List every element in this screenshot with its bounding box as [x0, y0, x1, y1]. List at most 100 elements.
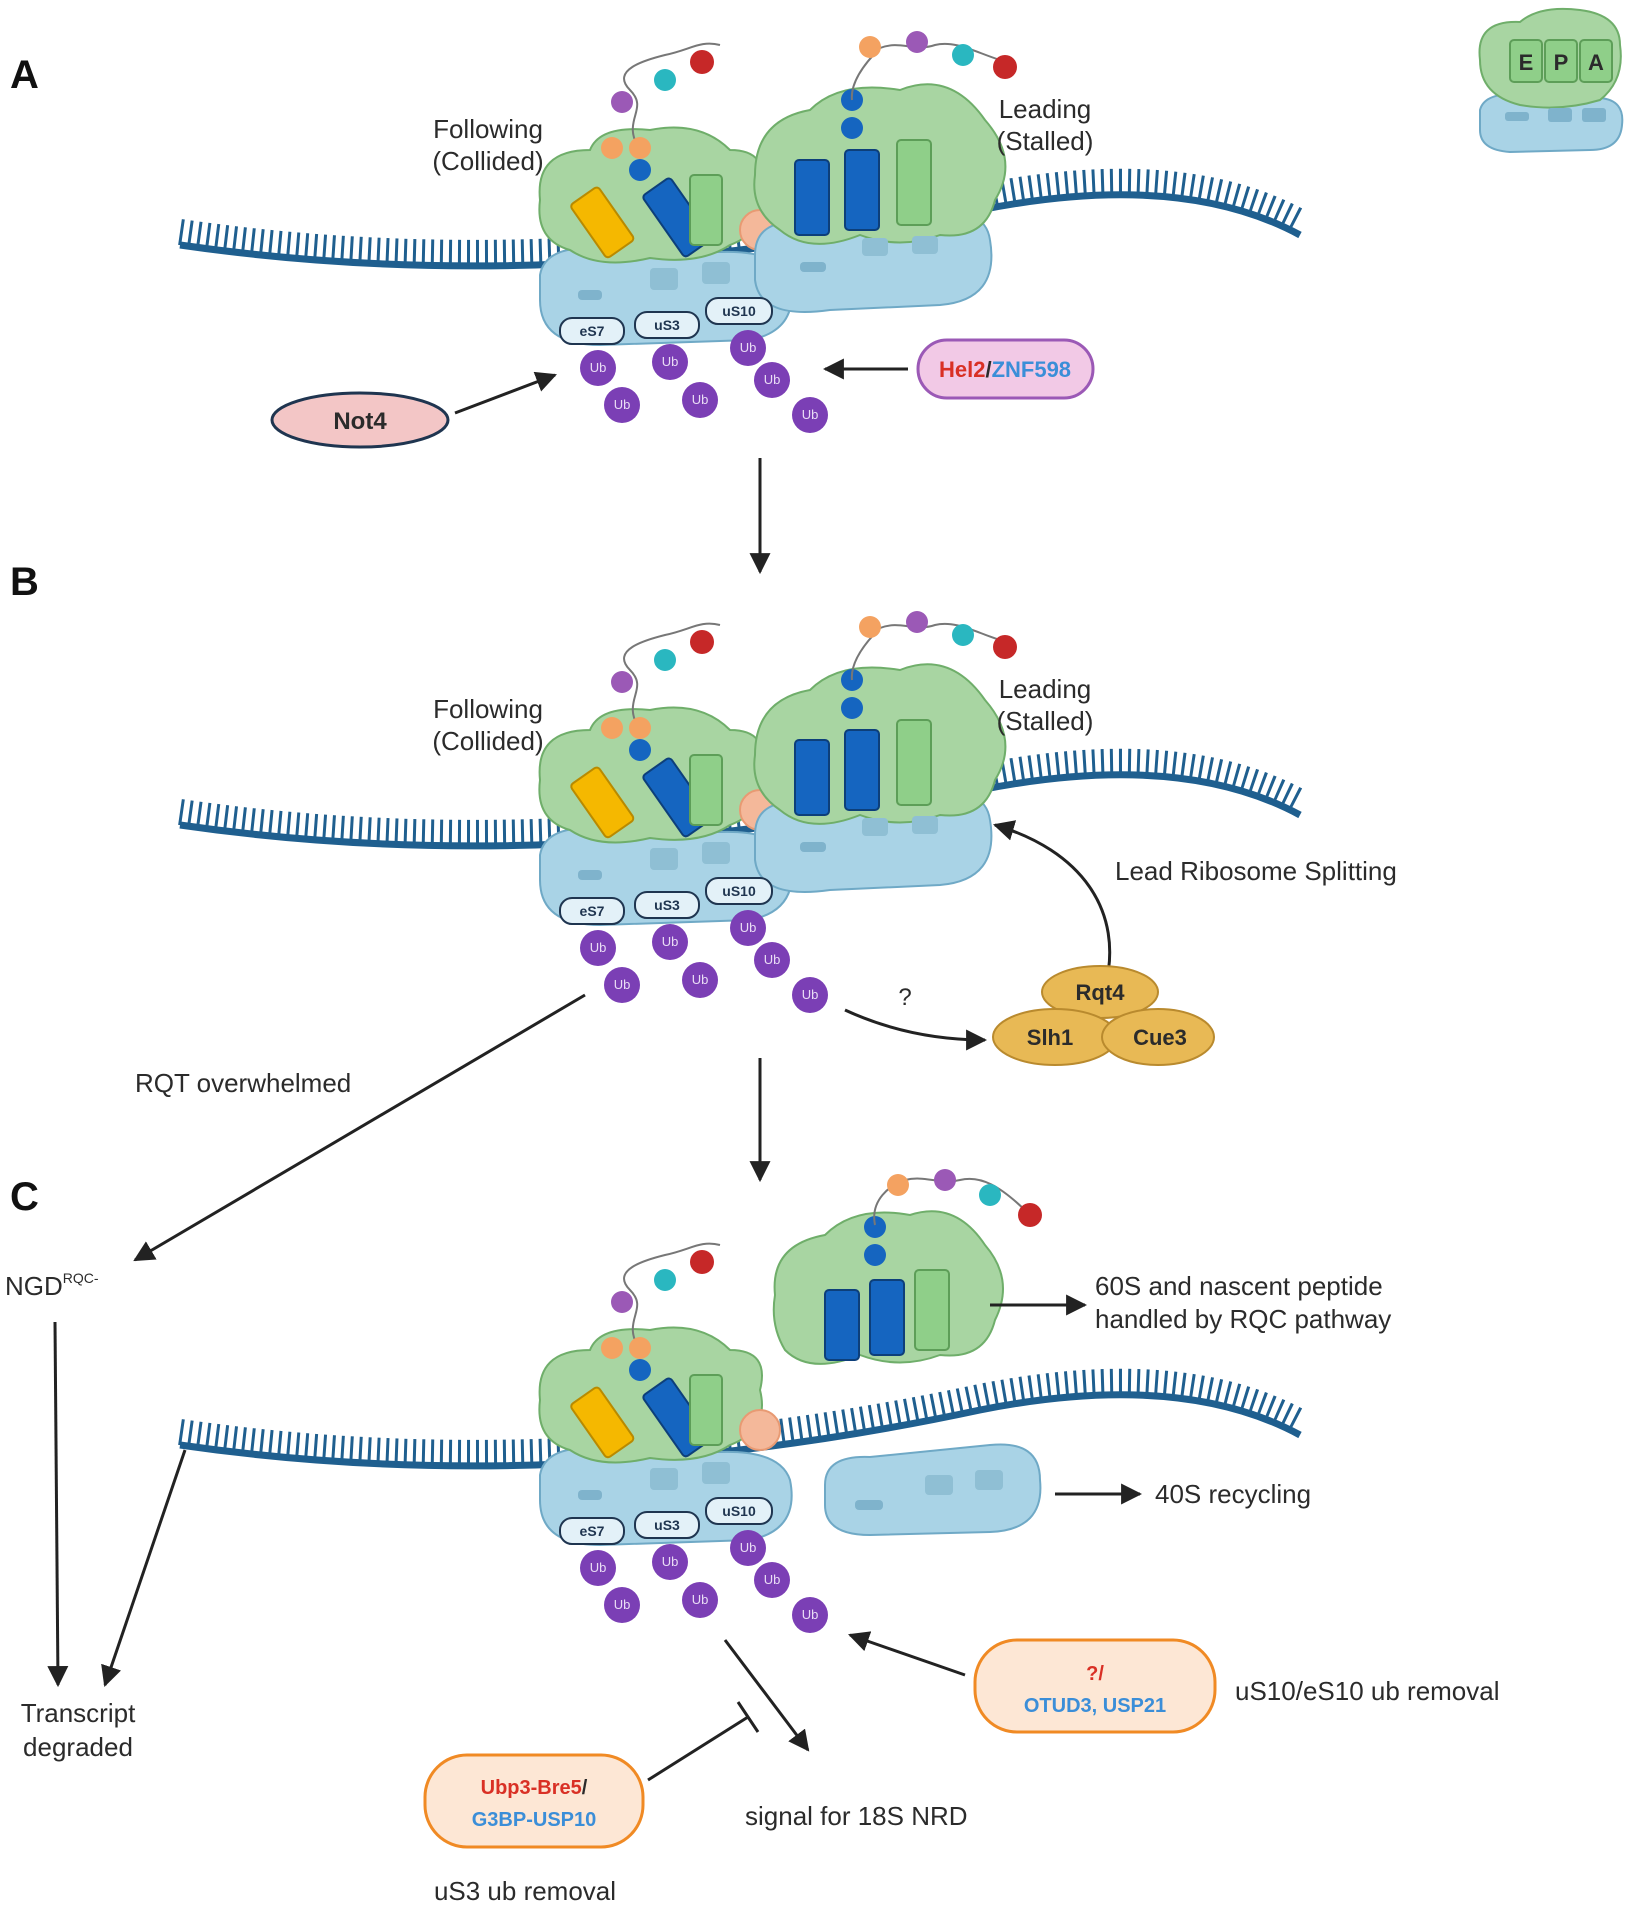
stalled-label-b: (Stalled): [997, 706, 1094, 736]
following-label-b: Following: [433, 694, 543, 724]
us10-dub-arrow: [848, 1631, 966, 1677]
nrd-signal-label: signal for 18S NRD: [745, 1801, 968, 1831]
epa-legend-ribosome: E P A: [1478, 7, 1624, 154]
g3bp-usp10-label: G3BP-USP10: [472, 1809, 597, 1831]
es7-label-b: eS7: [580, 903, 605, 919]
es7-tag-a: [559, 317, 625, 345]
ub-label-b: Ub: [764, 952, 781, 967]
us10-tag-a: [705, 297, 773, 325]
us3-inhibition-line: [647, 1715, 749, 1782]
znf598-label: ZNF598: [992, 357, 1071, 382]
ub-label-c: Ub: [802, 1607, 819, 1622]
ub-label-b: Ub: [692, 972, 709, 987]
us3-label-a: uS3: [654, 317, 680, 333]
recycling-40s-label: 40S recycling: [1155, 1479, 1311, 1509]
p-site-label: P: [1554, 50, 1569, 75]
a-site-label: A: [1588, 50, 1604, 75]
ubiquitin-chains-b: [580, 910, 828, 1013]
leading-label-a: Leading: [999, 94, 1092, 124]
unknown-mechanism-mark: ?: [898, 984, 911, 1011]
rqt4-label: Rqt4: [1076, 980, 1126, 1005]
hel2-znf598-box: [916, 338, 1095, 400]
panel-c-label: C: [10, 1175, 39, 1219]
us3-dub-enzymes-top: Ubp3-Bre5/: [481, 1777, 588, 1799]
collided-label-a: (Collided): [432, 146, 543, 176]
us3-inhibition-bar: [736, 1701, 760, 1733]
ub-label-b: Ub: [590, 940, 607, 955]
not4-label: Not4: [333, 408, 387, 435]
us10-tag-b: [705, 877, 773, 905]
us10-dub-enzymes: OTUD3, USP21: [1024, 1695, 1166, 1717]
ub-label-c: Ub: [614, 1597, 631, 1612]
ub-label-a: Ub: [614, 397, 631, 412]
ub-label-c: Ub: [764, 1572, 781, 1587]
us3-label-c: uS3: [654, 1517, 680, 1533]
rqt-complex: Rqt4 Slh1 Cue3: [992, 965, 1215, 1066]
transcript-label: Transcript: [21, 1698, 136, 1728]
us3-label-b: uS3: [654, 897, 680, 913]
ub-label-a: Ub: [692, 392, 709, 407]
free-40s-subunit: [824, 1443, 1042, 1537]
panel-b-label: B: [10, 560, 39, 604]
ngd-superscript: RQC-: [63, 1270, 99, 1286]
us10-label-b: uS10: [722, 883, 756, 899]
cue3-oval: [1101, 1008, 1215, 1066]
leading-label-b: Leading: [999, 674, 1092, 704]
ub-label-b: Ub: [740, 920, 757, 935]
us10-label-a: uS10: [722, 303, 756, 319]
us3-dub-slash: /: [582, 1777, 588, 1799]
us3-tag-a: [634, 311, 700, 339]
split-60s-subunit: [772, 1169, 1042, 1365]
rqt-overwhelmed-arrow: [133, 993, 586, 1262]
mrna-to-degraded-arrow: [101, 1449, 187, 1687]
us10-tag-c: [705, 1497, 773, 1525]
ub-label-b: Ub: [802, 987, 819, 1002]
ub-label-a: Ub: [662, 354, 679, 369]
degraded-label: degraded: [23, 1732, 133, 1762]
lead-splitting-label: Lead Ribosome Splitting: [1115, 856, 1397, 886]
ub-label-a: Ub: [590, 360, 607, 375]
stalled-ribosome-a: [753, 83, 1007, 314]
not4-arrow: [454, 371, 557, 415]
rqt-overwhelmed-label: RQT overwhelmed: [135, 1068, 351, 1098]
ubp3-bre5-label: Ubp3-Bre5: [481, 1777, 582, 1799]
stalled-label-a: (Stalled): [997, 126, 1094, 156]
panel-a-label: A: [10, 53, 39, 97]
us3-removal-label: uS3 ub removal: [434, 1876, 616, 1906]
us3-tag-c: [634, 1511, 700, 1539]
ub-label-b: Ub: [662, 934, 679, 949]
panel-c: C NGDRQC- Transcript degraded eS7 uS3 uS…: [5, 1169, 1500, 1906]
us10-dub-unknown: ?/: [1086, 1663, 1104, 1685]
ngd-text: NGD: [5, 1271, 63, 1301]
lead-splitting-arrow: [992, 820, 1112, 989]
ub-label-c: Ub: [692, 1592, 709, 1607]
collided-label-b: (Collided): [432, 726, 543, 756]
e-site-label: E: [1519, 50, 1534, 75]
us10-removal-label: uS10/eS10 ub removal: [1235, 1676, 1500, 1706]
ub-label-a: Ub: [764, 372, 781, 387]
nrd-signal-arrow: [723, 1639, 810, 1752]
ub-label-c: Ub: [590, 1560, 607, 1575]
hel2-znf598-label: Hel2/ZNF598: [939, 357, 1071, 382]
panel-b: B Following (Collided) Leading (Stalled)…: [10, 560, 1397, 1262]
hel2-label: Hel2: [939, 357, 985, 382]
us10-dub-box: [973, 1638, 1217, 1734]
ub-label-c: Ub: [740, 1540, 757, 1555]
stalled-ribosome-b: [753, 663, 1007, 893]
following-label-a: Following: [433, 114, 543, 144]
ubiquitin-chains-c: [580, 1530, 828, 1633]
es7-tag-c: [559, 1517, 625, 1545]
ub-label-c: Ub: [662, 1554, 679, 1569]
ub-label-b: Ub: [614, 977, 631, 992]
ub-label-a: Ub: [802, 407, 819, 422]
ub-to-rqt-arrow: [844, 1008, 988, 1051]
rqc-label-line2: handled by RQC pathway: [1095, 1304, 1391, 1334]
slh1-label: Slh1: [1027, 1025, 1073, 1050]
es7-tag-b: [559, 897, 625, 925]
cue3-label: Cue3: [1133, 1025, 1187, 1050]
ngd-label: NGDRQC-: [5, 1270, 99, 1301]
us10-label-c: uS10: [722, 1503, 756, 1519]
hel2-slash: /: [985, 357, 991, 382]
